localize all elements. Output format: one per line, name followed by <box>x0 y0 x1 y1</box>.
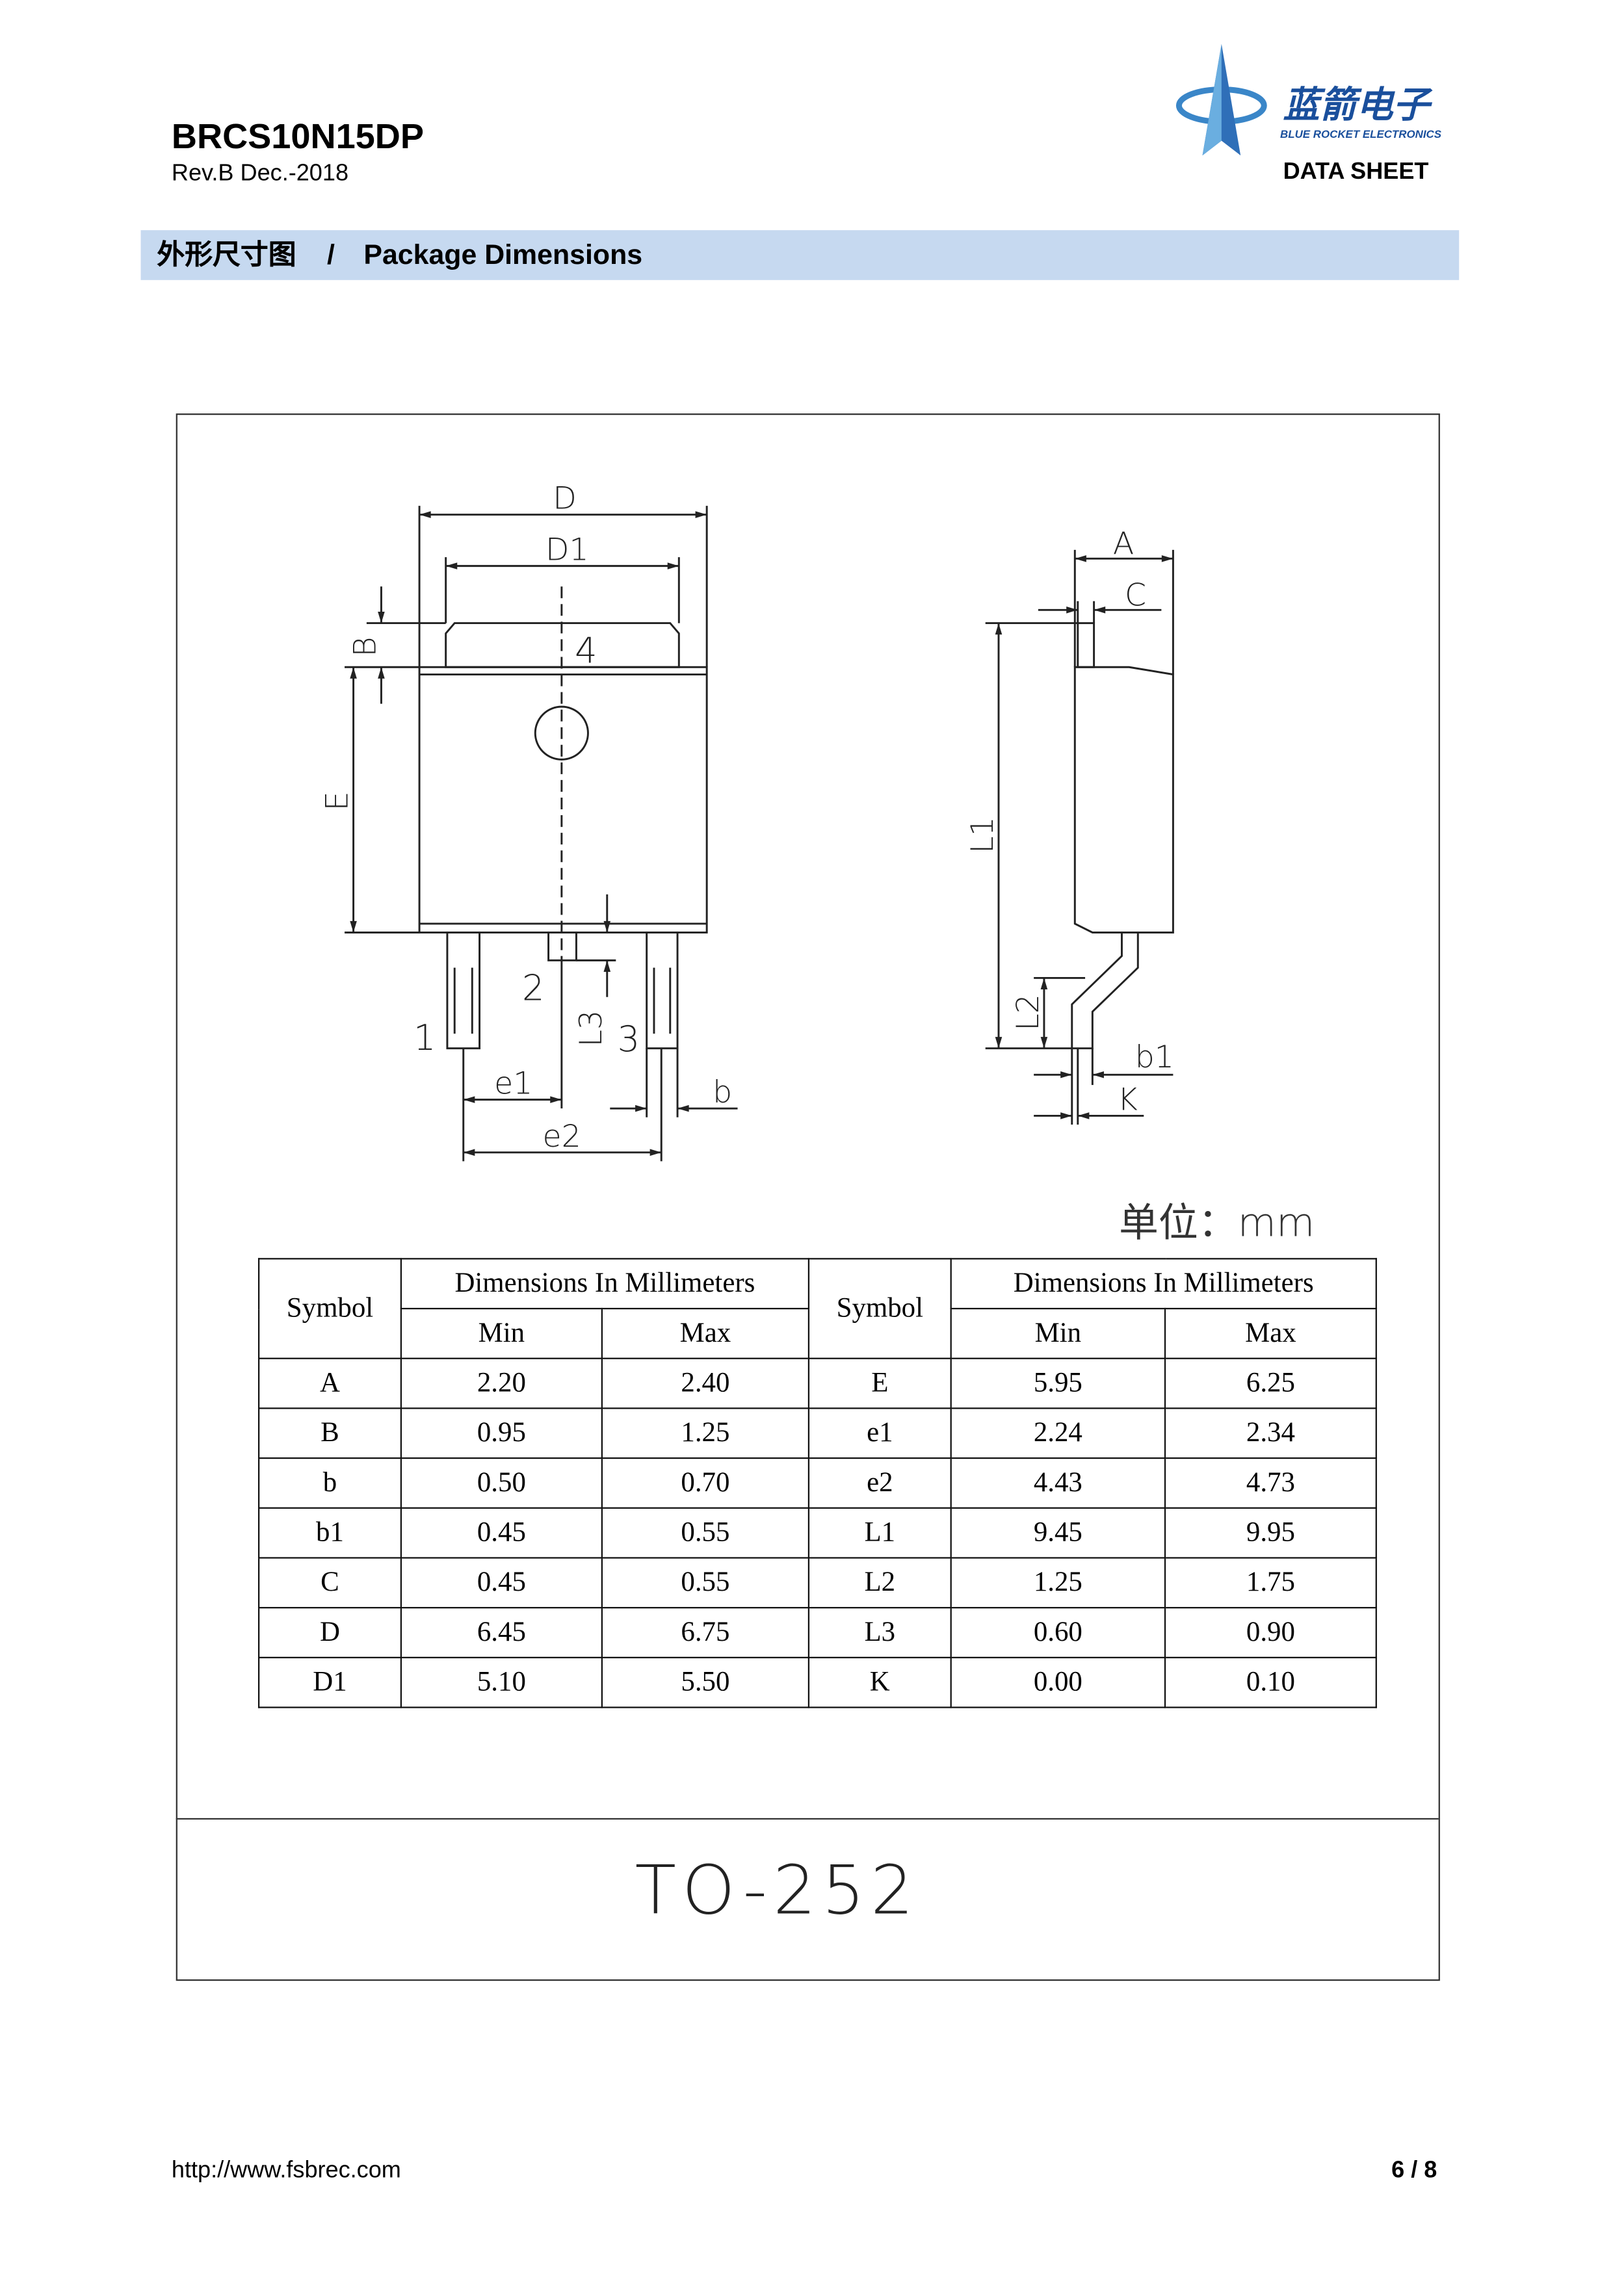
section-header: 外形尺寸图 / Package Dimensions <box>140 230 1460 280</box>
cell-s1: A <box>257 1357 402 1409</box>
cell-s2: L3 <box>807 1607 952 1658</box>
cell-max2: 6.25 <box>1164 1357 1377 1409</box>
blue-rocket-logo: 蓝箭电子 BLUE ROCKET ELECTRONICS <box>1175 44 1442 156</box>
header-symbol: Symbol <box>807 1258 952 1359</box>
cell-max1: 0.55 <box>601 1557 810 1609</box>
cell-s1: D1 <box>257 1656 402 1708</box>
header-min: Min <box>950 1307 1166 1359</box>
cell-max2: 9.95 <box>1164 1507 1377 1559</box>
header-min: Min <box>400 1307 603 1359</box>
label-b: b <box>713 1075 732 1110</box>
cell-min1: 0.95 <box>400 1407 603 1459</box>
cell-s1: b1 <box>257 1507 402 1559</box>
cell-s1: B <box>257 1407 402 1459</box>
drawing-frame <box>176 413 1440 1981</box>
cell-max1: 0.55 <box>601 1507 810 1559</box>
label-b1: b1 <box>1135 1039 1174 1075</box>
header-max: Max <box>1164 1307 1377 1359</box>
doc-type: DATA SHEET <box>1283 159 1429 185</box>
cell-max1: 1.25 <box>601 1407 810 1459</box>
label-e1: e1 <box>494 1066 532 1102</box>
cell-max2: 2.34 <box>1164 1407 1377 1459</box>
cell-min2: 1.25 <box>950 1557 1166 1609</box>
header-max: Max <box>601 1307 810 1359</box>
cell-max1: 6.75 <box>601 1607 810 1658</box>
cell-min2: 4.43 <box>950 1457 1166 1509</box>
cell-min1: 0.45 <box>400 1507 603 1559</box>
dimensions-table: Symbol Dimensions In Millimeters Symbol … <box>257 1258 1377 1708</box>
label-B: B <box>347 636 383 657</box>
page-number: 6 / 8 <box>1391 2158 1437 2184</box>
cell-min2: 0.60 <box>950 1607 1166 1658</box>
cell-min1: 2.20 <box>400 1357 603 1409</box>
label-C: C <box>1125 578 1146 614</box>
revision: Rev.B Dec.-2018 <box>171 161 349 187</box>
cell-s1: D <box>257 1607 402 1658</box>
label-L3: L3 <box>573 1010 609 1047</box>
cell-min2: 2.24 <box>950 1407 1166 1459</box>
cell-s2: L1 <box>807 1507 952 1559</box>
label-pin2: 2 <box>522 967 544 1008</box>
logo-cn-text: 蓝箭电子 <box>1283 84 1433 126</box>
label-D1: D1 <box>545 532 589 568</box>
logo-en-text: BLUE ROCKET ELECTRONICS <box>1280 128 1442 140</box>
section-title-en: Package Dimensions <box>363 240 643 272</box>
label-D: D <box>553 481 576 517</box>
cell-min2: 0.00 <box>950 1656 1166 1708</box>
section-separator: / <box>326 240 335 272</box>
cell-s1: b <box>257 1457 402 1509</box>
section-title-cn: 外形尺寸图 <box>157 240 296 272</box>
label-A: A <box>1113 527 1134 562</box>
cell-min1: 0.50 <box>400 1457 603 1509</box>
unit-label: 单位：mm <box>1118 1201 1315 1247</box>
cell-min1: 0.45 <box>400 1557 603 1609</box>
cell-min2: 5.95 <box>950 1357 1166 1409</box>
cell-max2: 1.75 <box>1164 1557 1377 1609</box>
label-L2: L2 <box>1010 994 1046 1031</box>
label-L1: L1 <box>965 816 1001 854</box>
package-name: TO-252 <box>635 1850 920 1930</box>
cell-min1: 6.45 <box>400 1607 603 1658</box>
cell-s2: L2 <box>807 1557 952 1609</box>
label-pin4: 4 <box>575 630 597 671</box>
cell-min2: 9.45 <box>950 1507 1166 1559</box>
cell-min1: 5.10 <box>400 1656 603 1708</box>
cell-max1: 5.50 <box>601 1656 810 1708</box>
cell-s1: C <box>257 1557 402 1609</box>
frame-divider <box>176 1818 1439 1820</box>
label-e2: e2 <box>543 1119 581 1155</box>
cell-max1: 0.70 <box>601 1457 810 1509</box>
header-dimensions: Dimensions In Millimeters <box>400 1258 810 1310</box>
cell-s2: E <box>807 1357 952 1409</box>
footer-url[interactable]: http://www.fsbrec.com <box>171 2158 401 2184</box>
cell-max2: 0.90 <box>1164 1607 1377 1658</box>
label-pin1: 1 <box>413 1017 436 1058</box>
label-E: E <box>320 791 356 811</box>
label-pin3: 3 <box>618 1019 640 1060</box>
cell-s2: e2 <box>807 1457 952 1509</box>
part-number: BRCS10N15DP <box>171 117 425 157</box>
cell-max1: 2.40 <box>601 1357 810 1409</box>
cell-s2: K <box>807 1656 952 1708</box>
cell-max2: 0.10 <box>1164 1656 1377 1708</box>
header-symbol: Symbol <box>257 1258 402 1359</box>
header-dimensions: Dimensions In Millimeters <box>950 1258 1377 1310</box>
cell-max2: 4.73 <box>1164 1457 1377 1509</box>
cell-s2: e1 <box>807 1407 952 1459</box>
label-K: K <box>1118 1082 1138 1117</box>
